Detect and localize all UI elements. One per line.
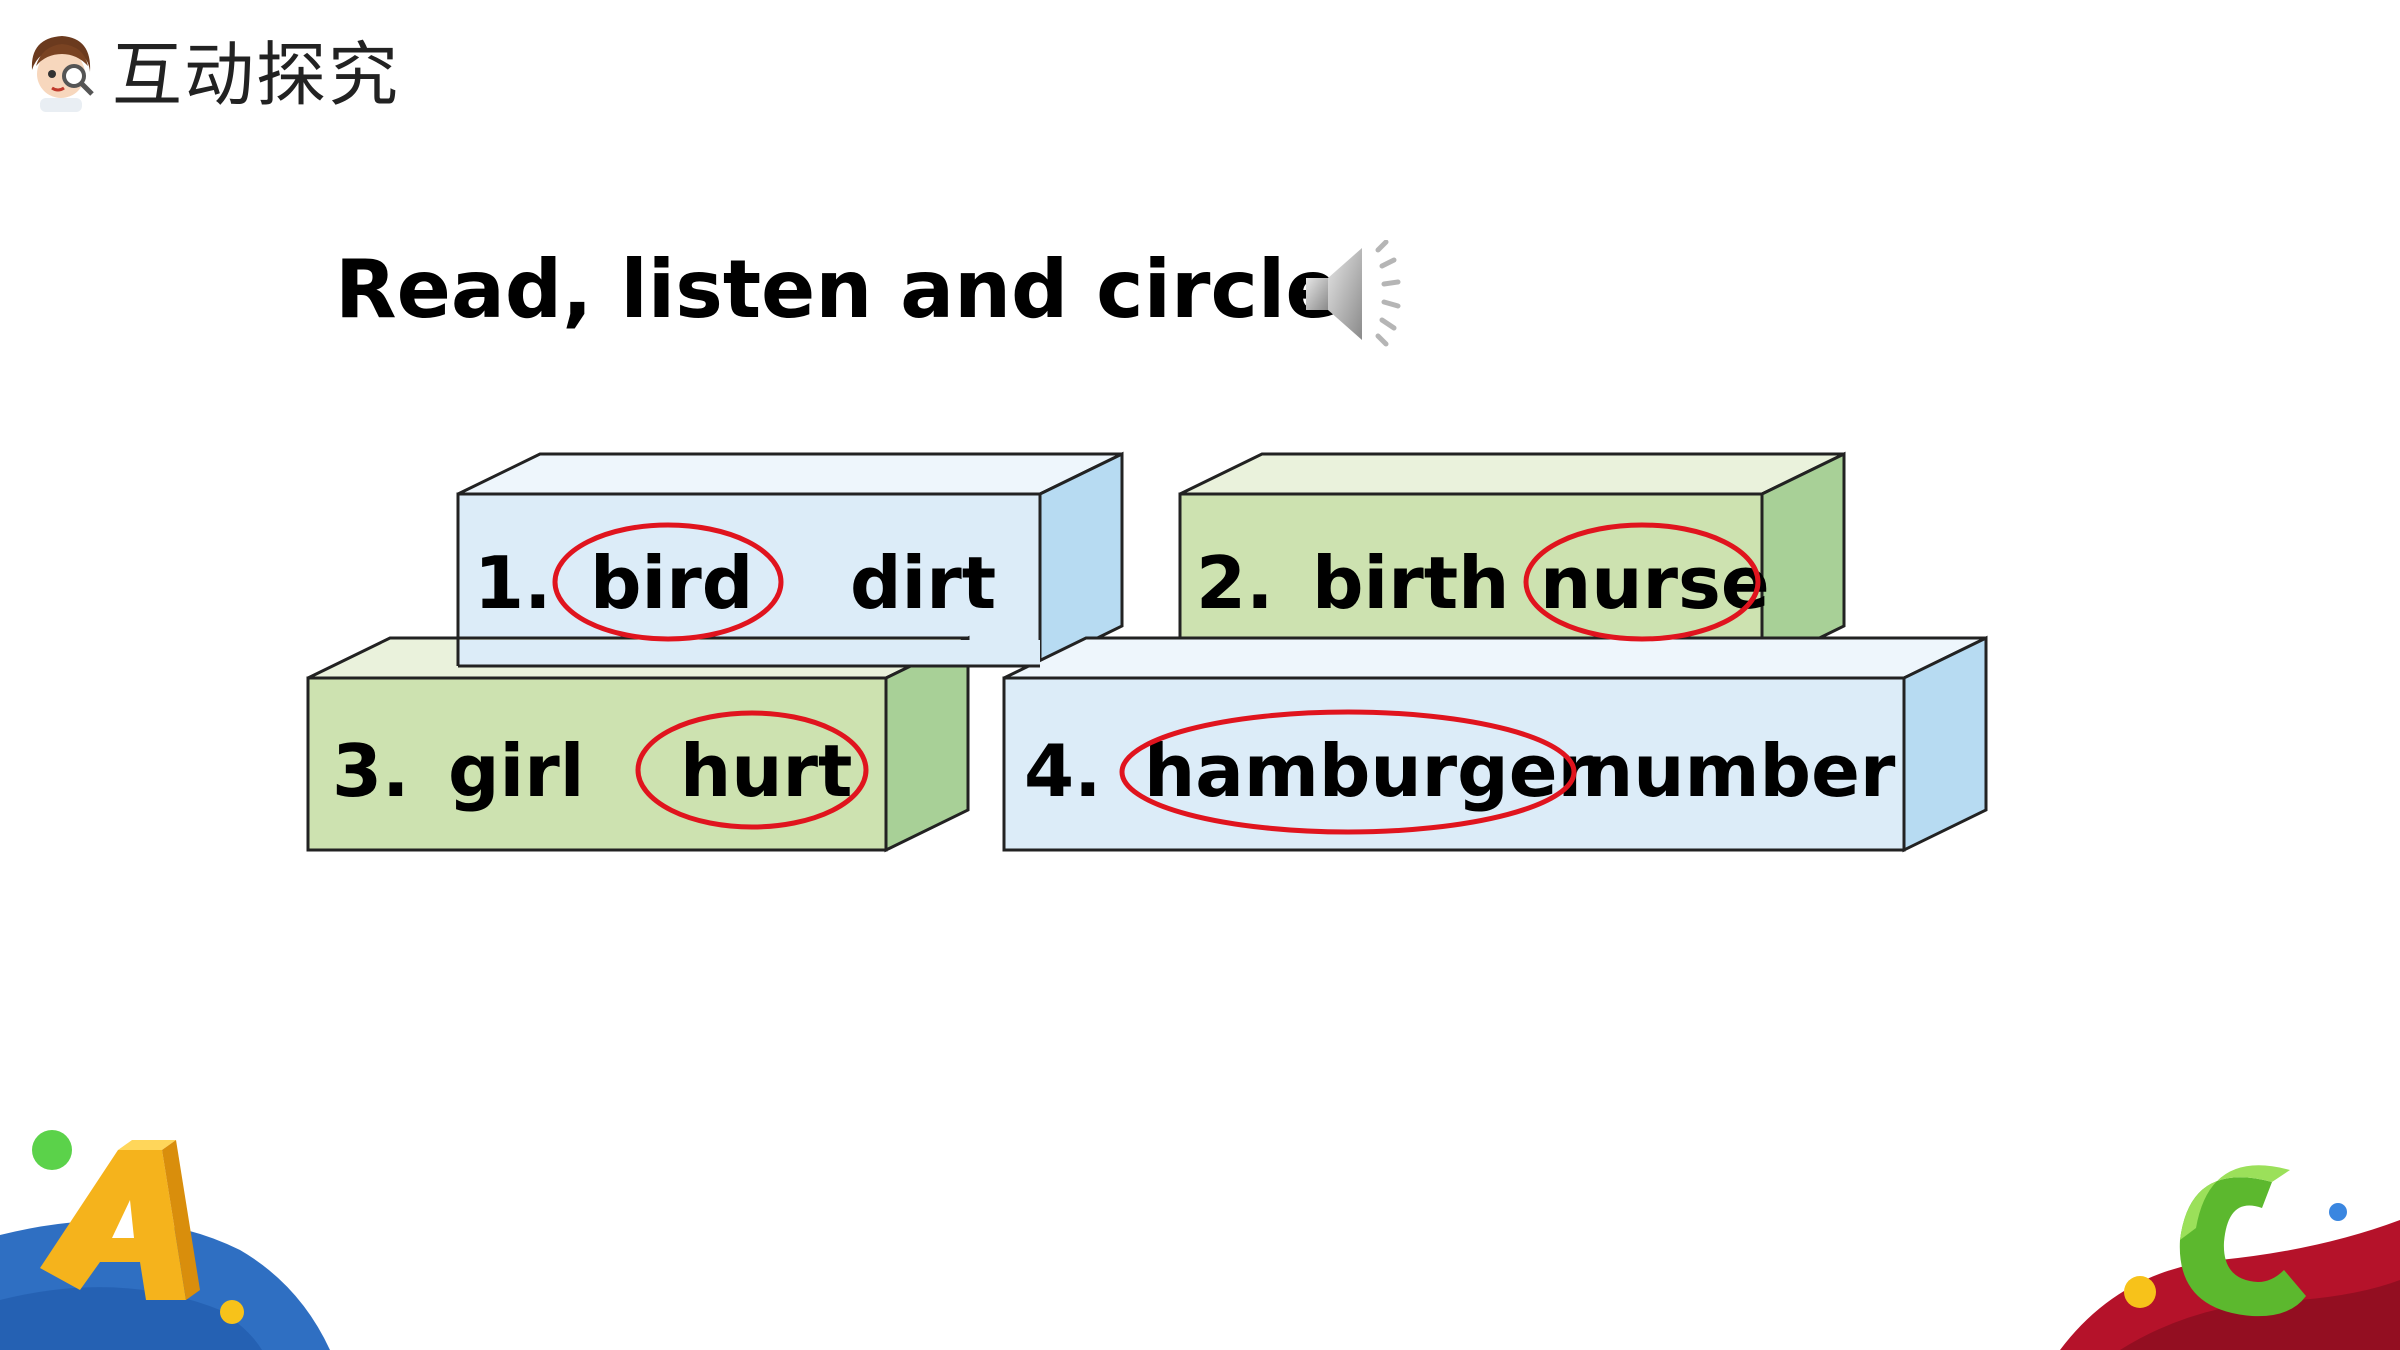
block-3-word-a[interactable]: girl [448,729,585,813]
block-3-number: 3. [332,729,410,813]
instruction-text: Read, listen and circle. [335,243,1370,336]
block-2-number: 2. [1196,541,1274,625]
girl-with-magnifier-icon [22,30,100,114]
block-1-word-b[interactable]: dirt [850,541,997,625]
block-4-word-b[interactable]: number [1582,729,1896,813]
block-1 [456,451,1124,669]
speaker-icon[interactable] [1300,240,1420,350]
block-4-word-a[interactable]: hamburger [1144,729,1594,813]
block-1-number: 1. [474,541,552,625]
block-2-word-b[interactable]: nurse [1540,541,1770,625]
block-3-word-b[interactable]: hurt [680,729,853,813]
block-1-word-a[interactable]: bird [590,541,754,625]
block-2-word-a[interactable]: birth [1312,541,1510,625]
page-title: 互动探究 [112,34,400,116]
block-4-number: 4. [1024,729,1102,813]
